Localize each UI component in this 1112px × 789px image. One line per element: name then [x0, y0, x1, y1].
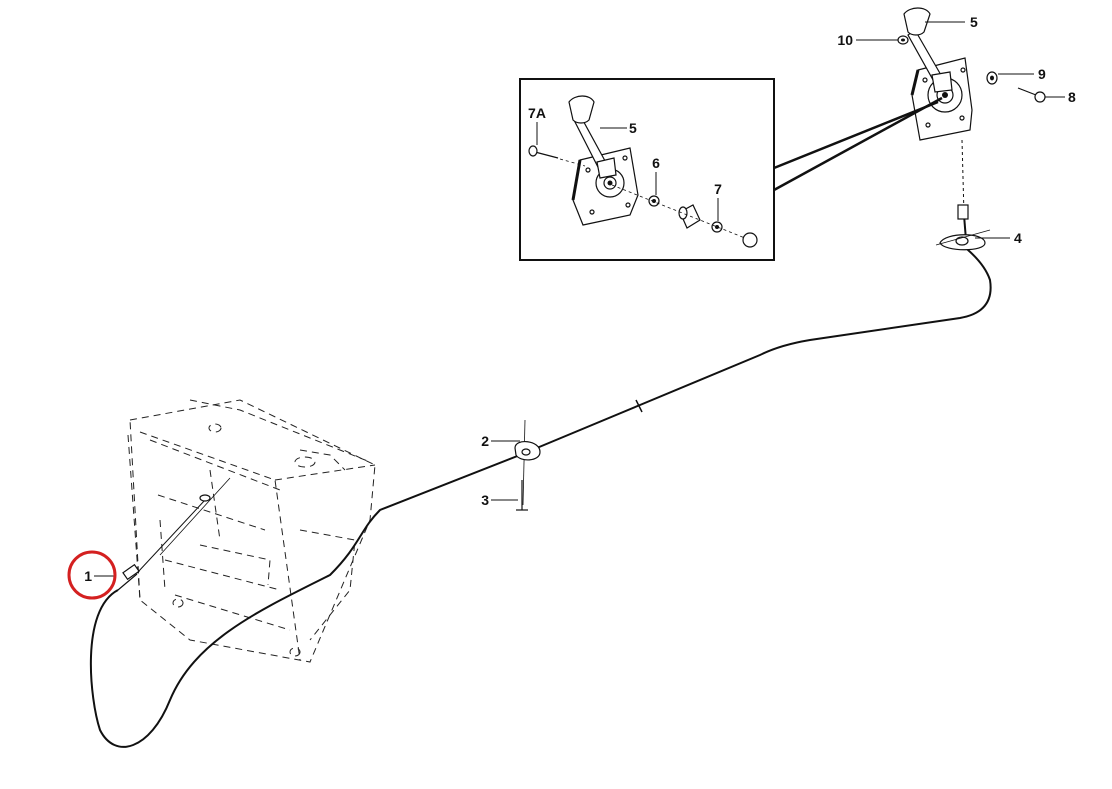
inset-bolt-7a [528, 145, 586, 167]
callout-5-inset: 5 [629, 120, 637, 136]
inset-washer-6 [648, 195, 660, 207]
clamp-screw [516, 480, 528, 511]
inset-lever-assembly [568, 95, 639, 226]
callout-3: 3 [481, 492, 489, 508]
engine-housing-outline [127, 399, 376, 663]
leader-lines [94, 21, 1065, 577]
callout-10: 10 [837, 32, 853, 48]
highlight-circle [67, 550, 117, 600]
cable-bracket [935, 229, 991, 251]
control-cable [89, 139, 992, 748]
lever-bolt [1017, 87, 1046, 103]
callout-7: 7 [714, 181, 722, 197]
inset-cap [742, 232, 758, 248]
cable-clamp [514, 419, 541, 506]
callout-5-top: 5 [970, 14, 978, 30]
callout-7a: 7A [528, 105, 546, 121]
inset-detail-frame [519, 78, 943, 261]
lever-washer [986, 71, 998, 85]
callout-6: 6 [652, 155, 660, 171]
callout-9: 9 [1038, 66, 1046, 82]
callout-4: 4 [1014, 230, 1022, 246]
control-lever-assembly [903, 7, 973, 141]
callout-2: 2 [481, 433, 489, 449]
callout-8: 8 [1068, 89, 1076, 105]
callout-1: 1 [84, 568, 92, 584]
lever-nut [897, 35, 909, 45]
inset-nut-7 [711, 221, 723, 233]
